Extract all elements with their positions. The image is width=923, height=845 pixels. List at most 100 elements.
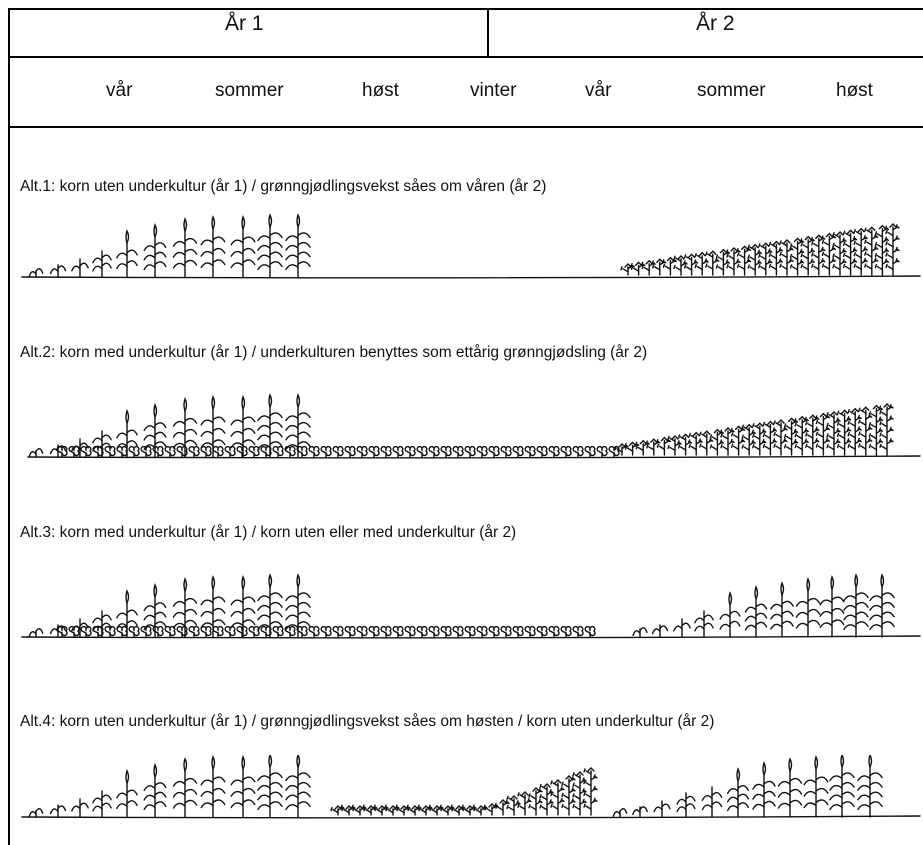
green-manure-plant [752, 422, 767, 456]
grain-plant [752, 761, 776, 818]
grain-plant [230, 755, 256, 818]
undersown-crop [224, 625, 236, 638]
undersown-crop [356, 625, 368, 638]
undersown-crop [236, 625, 248, 638]
alt1-illustration [21, 213, 921, 279]
green-manure-plant [495, 799, 510, 816]
season-winter: vinter [470, 80, 517, 101]
green-manure-plant [842, 229, 858, 276]
year-2-label: År 2 [696, 12, 735, 35]
undersown-crop [224, 445, 236, 458]
undersown-crop [404, 445, 416, 458]
grain-plant [285, 755, 311, 818]
undersown-crop [200, 625, 212, 638]
undersown-crop [476, 445, 488, 458]
green-manure-plant [885, 223, 900, 276]
grain-plant [257, 573, 283, 638]
undersown-crop [296, 445, 308, 458]
green-manure-plant [429, 804, 444, 816]
green-manure-plant [694, 251, 709, 276]
green-manure-plant [726, 247, 741, 276]
undersown-crop [284, 625, 296, 638]
grain-plant [651, 624, 669, 638]
undersown-crop [332, 625, 344, 638]
season-autumn-year1: høst [362, 80, 399, 101]
undersown-crop [548, 625, 560, 638]
undersown-crop [92, 625, 104, 638]
undersown-crop [116, 445, 128, 458]
green-manure-plant [768, 240, 784, 276]
undersown-crop [596, 445, 608, 458]
undersown-crop [560, 445, 572, 458]
undersown-crop [416, 625, 428, 638]
grain-plant [92, 250, 112, 278]
green-manure-plant [836, 409, 852, 456]
green-manure-plant [789, 237, 805, 276]
undersown-crop [500, 445, 512, 458]
grain-plant [744, 585, 768, 638]
green-manure-plant [440, 804, 455, 816]
grain-plant [819, 575, 845, 638]
undersown-crop [140, 625, 152, 638]
alt1-label: Alt.1: korn uten underkultur (år 1) / gr… [20, 178, 547, 195]
green-manure-plant [773, 419, 788, 456]
grain-plant [172, 217, 198, 278]
undersown-crop [92, 445, 104, 458]
green-manure-plant [800, 235, 815, 276]
grain-plant [632, 806, 648, 818]
undersown-crop [176, 445, 188, 458]
green-manure-plant [720, 427, 735, 456]
grain-plant [257, 213, 283, 278]
grain-plant [285, 213, 311, 278]
undersown-crop [440, 625, 452, 638]
undersown-crop [584, 625, 596, 638]
ground-line [21, 815, 921, 819]
green-manure-plant [762, 420, 778, 456]
season-summer-year1: sommer [215, 80, 284, 101]
green-manure-plant [699, 430, 714, 456]
grain-plant [777, 757, 803, 818]
grain-plant [869, 573, 895, 638]
green-manure-plant [506, 795, 521, 816]
undersown-crop [368, 445, 380, 458]
undersown-crop [248, 445, 260, 458]
grain-plant [285, 393, 311, 458]
green-manure-plant [473, 804, 488, 816]
undersown-crop [332, 445, 344, 458]
undersown-crop [140, 445, 152, 458]
undersown-crop [212, 445, 224, 458]
undersown-crop [248, 625, 260, 638]
undersown-crop [308, 625, 320, 638]
undersown-crop [464, 445, 476, 458]
undersown-crop [116, 625, 128, 638]
green-manure-plant [847, 407, 862, 456]
grain-plant [803, 755, 829, 818]
undersown-crop [404, 625, 416, 638]
undersown-crop [512, 625, 524, 638]
undersown-crop [260, 445, 272, 458]
green-manure-plant [652, 258, 667, 276]
undersown-crop [68, 445, 80, 458]
alt3-illustration [21, 573, 921, 639]
green-manure-plant [363, 804, 378, 816]
undersown-crop [284, 445, 296, 458]
grain-plant [673, 618, 691, 638]
grain-plant [770, 581, 794, 638]
green-manure-plant [677, 433, 693, 456]
alt3-label: Alt.3: korn med underkultur (år 1) / kor… [20, 524, 517, 541]
ground-line [21, 275, 921, 279]
undersown-crop [464, 625, 476, 638]
green-manure-plant [741, 423, 756, 456]
grain-plant [143, 583, 167, 638]
undersown-crop [272, 445, 284, 458]
season-spring-year1: vår [106, 80, 133, 101]
grain-plant [116, 769, 138, 818]
undersown-crop [188, 625, 200, 638]
undersown-crop [188, 445, 200, 458]
undersown-crop [296, 625, 308, 638]
diagram-frame [8, 8, 923, 845]
undersown-crop [128, 445, 140, 458]
green-manure-plant [864, 226, 879, 276]
undersown-crop [608, 445, 620, 458]
year-1-label: År 1 [225, 12, 264, 35]
